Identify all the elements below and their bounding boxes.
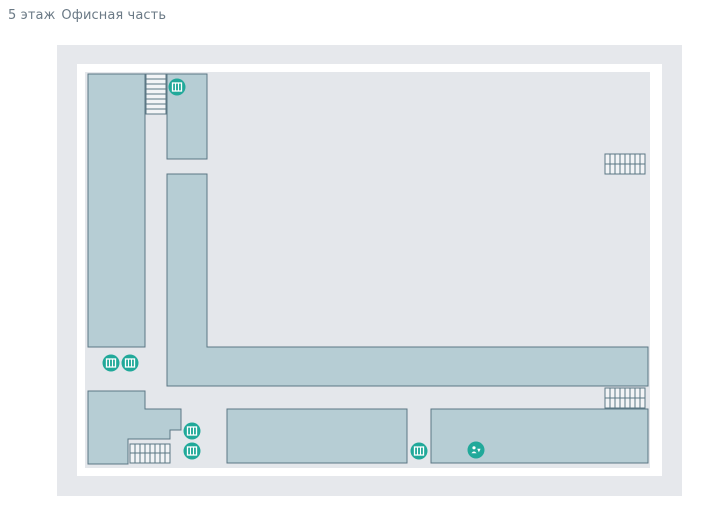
stairs-icon — [145, 73, 167, 115]
elevator-icon[interactable] — [183, 442, 201, 460]
elevator-icon[interactable] — [168, 78, 186, 96]
room-bottom-left[interactable] — [87, 390, 182, 465]
floor-number: 5 этаж — [8, 8, 56, 23]
elevator-icon[interactable] — [121, 354, 139, 372]
elevator-icon[interactable] — [410, 442, 428, 460]
room-bottom-right[interactable] — [430, 408, 649, 464]
people-icon[interactable] — [467, 441, 485, 459]
stairs-icon — [604, 153, 646, 175]
stairs-icon — [129, 443, 171, 464]
floor-title: 5 этаж Офисная часть — [8, 8, 172, 23]
room-l-shaped[interactable] — [166, 173, 649, 387]
zone-name: Офисная часть — [61, 8, 167, 23]
room-bottom-middle[interactable] — [226, 408, 408, 464]
stairs-icon — [604, 387, 646, 409]
room-left-tall[interactable] — [87, 73, 146, 348]
elevator-icon[interactable] — [102, 354, 120, 372]
elevator-icon[interactable] — [183, 422, 201, 440]
